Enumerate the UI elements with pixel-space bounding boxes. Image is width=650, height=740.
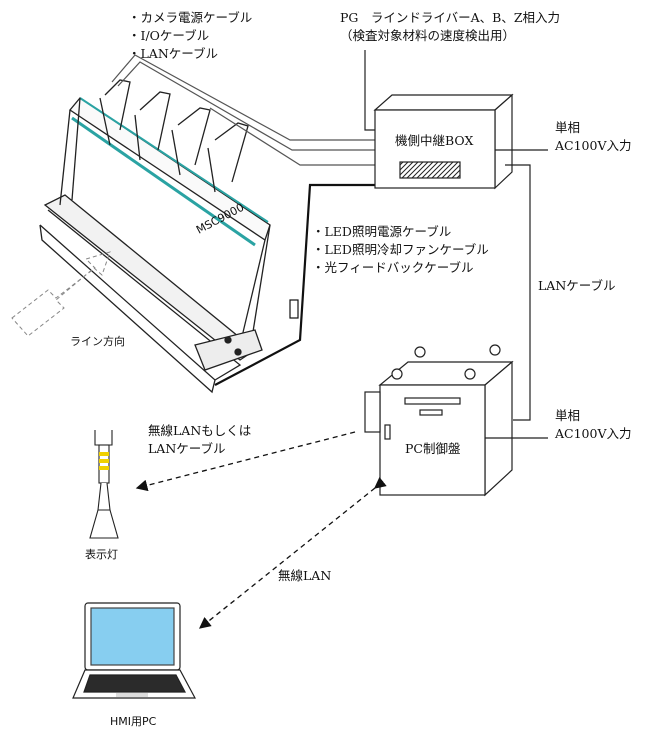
led-cable [214,183,380,386]
hmi-pc-label: HMI用PC [110,715,157,728]
label-ac100v-top: AC100V入力 [554,138,631,153]
indicator-lamp [89,430,119,539]
camera-cable-bundle [111,54,380,166]
lan-cable-line [505,164,531,421]
label-single-phase-bottom: 単相 [555,408,580,423]
cable-connector [289,299,299,319]
label-camera-power: ・カメラ電源ケーブル [128,10,252,25]
label-lan-cable-right: LANケーブル [538,278,616,293]
wireless-link-arrow [198,476,387,629]
label-io-cable: ・I/Oケーブル [128,28,209,43]
led-cable-labels: ・LED照明電源ケーブル ・LED照明冷却ファンケーブル ・光フィードバックケー… [312,224,489,275]
hmi-laptop [72,602,197,699]
lamp-link-arrow [135,431,356,492]
line-direction-label: ライン方向 [70,334,125,348]
label-pg-input: PG ラインドライバーA、B、Z相入力 [340,10,560,25]
label-pg-purpose: （検査対象材料の速度検出用） [340,28,515,43]
power-bottom-labels: 単相 AC100V入力 [554,408,631,441]
line-direction-arrow [11,251,111,337]
label-led-fan: ・LED照明冷却ファンケーブル [312,242,489,257]
label-wireless-lan: 無線LAN [278,568,331,583]
relay-box [373,93,514,190]
label-lan-cable: ・LANケーブル [128,46,218,61]
indicator-lamp-label: 表示灯 [85,547,118,561]
power-top-labels: 単相 AC100V入力 [554,120,631,153]
inspection-device [39,79,271,394]
pg-input-labels: PG ラインドライバーA、B、Z相入力 （検査対象材料の速度検出用） [340,10,560,43]
label-ac100v-bottom: AC100V入力 [554,426,631,441]
label-optical-feedback: ・光フィードバックケーブル [312,260,474,275]
relay-box-label: 機側中継BOX [395,133,473,148]
wireless-or-lan-labels: 無線LANもしくは LANケーブル [148,423,251,456]
label-led-power: ・LED照明電源ケーブル [312,224,451,239]
pc-control-panel [364,344,514,497]
label-lan-cable-left: LANケーブル [148,441,226,456]
label-single-phase-top: 単相 [555,120,580,135]
label-wireless-or: 無線LANもしくは [148,423,251,438]
pc-panel-label: PC制御盤 [405,441,461,456]
camera-cable-labels: ・カメラ電源ケーブル ・I/Oケーブル ・LANケーブル [128,10,252,61]
